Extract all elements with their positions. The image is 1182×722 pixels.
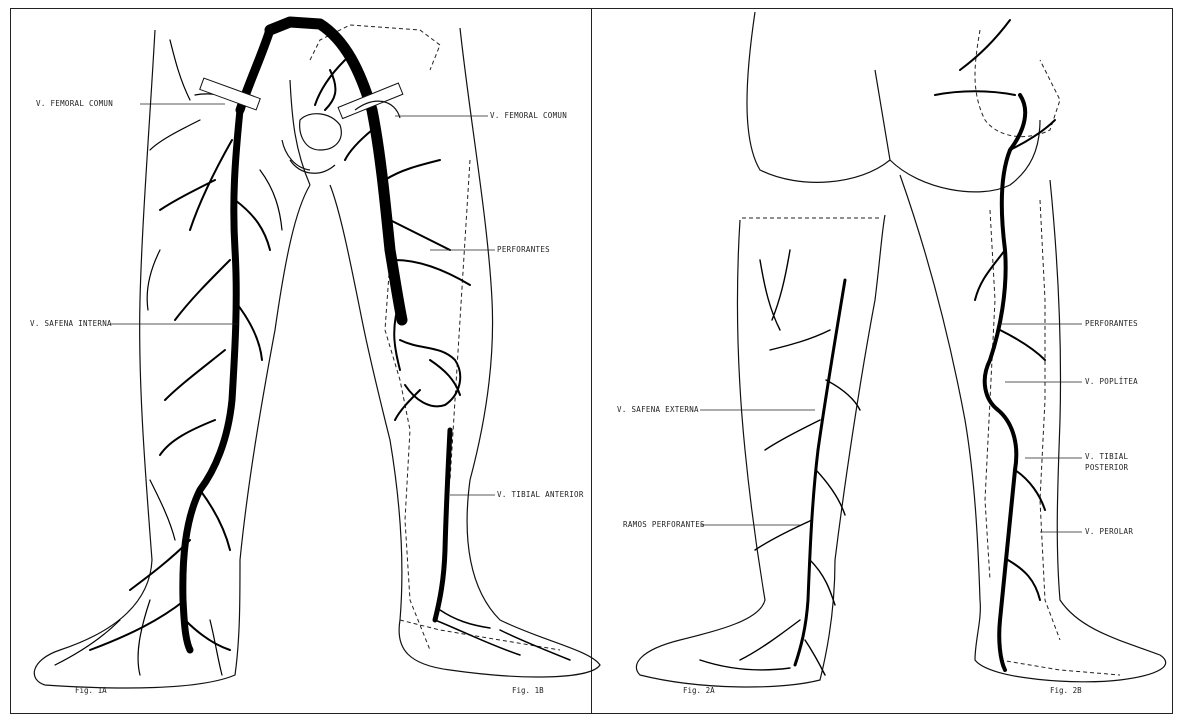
label-safena-externa: V. SAFENA EXTERNA — [617, 405, 699, 414]
label-perforantes-2b: PERFORANTES — [1085, 319, 1138, 328]
label-femoral-comun-left: V. FEMORAL COMUN — [36, 99, 113, 108]
label-poplitea: V. POPLÍTEA — [1085, 377, 1138, 386]
fig1a-leg-outline — [34, 30, 310, 688]
label-femoral-comun-right: V. FEMORAL COMUN — [490, 111, 567, 120]
label-safena-interna: V. SAFENA INTERNA — [30, 319, 112, 328]
label-tibial-anterior: V. TIBIAL ANTERIOR — [497, 490, 584, 499]
fig2b-leg-outline — [900, 175, 1166, 682]
caption-fig-2b: Fig. 2B — [1050, 686, 1082, 695]
label-tibial-posterior-2: POSTERIOR — [1085, 463, 1128, 472]
caption-fig-1a: Fig. 1A — [75, 686, 107, 695]
groin-outline — [282, 140, 335, 173]
label-peroneal: V. PEROLAR — [1085, 527, 1133, 536]
caption-fig-2a: Fig. 2A — [683, 686, 715, 695]
fig2-trunk — [747, 12, 1040, 192]
label-ramos-perforantes: RAMOS PERFORANTES — [623, 520, 705, 529]
caption-fig-1b: Fig. 1B — [512, 686, 544, 695]
label-tibial-posterior-1: V. TIBIAL — [1085, 452, 1128, 461]
label-perforantes-1b: PERFORANTES — [497, 245, 550, 254]
fig2a-leg-outline — [636, 215, 885, 687]
